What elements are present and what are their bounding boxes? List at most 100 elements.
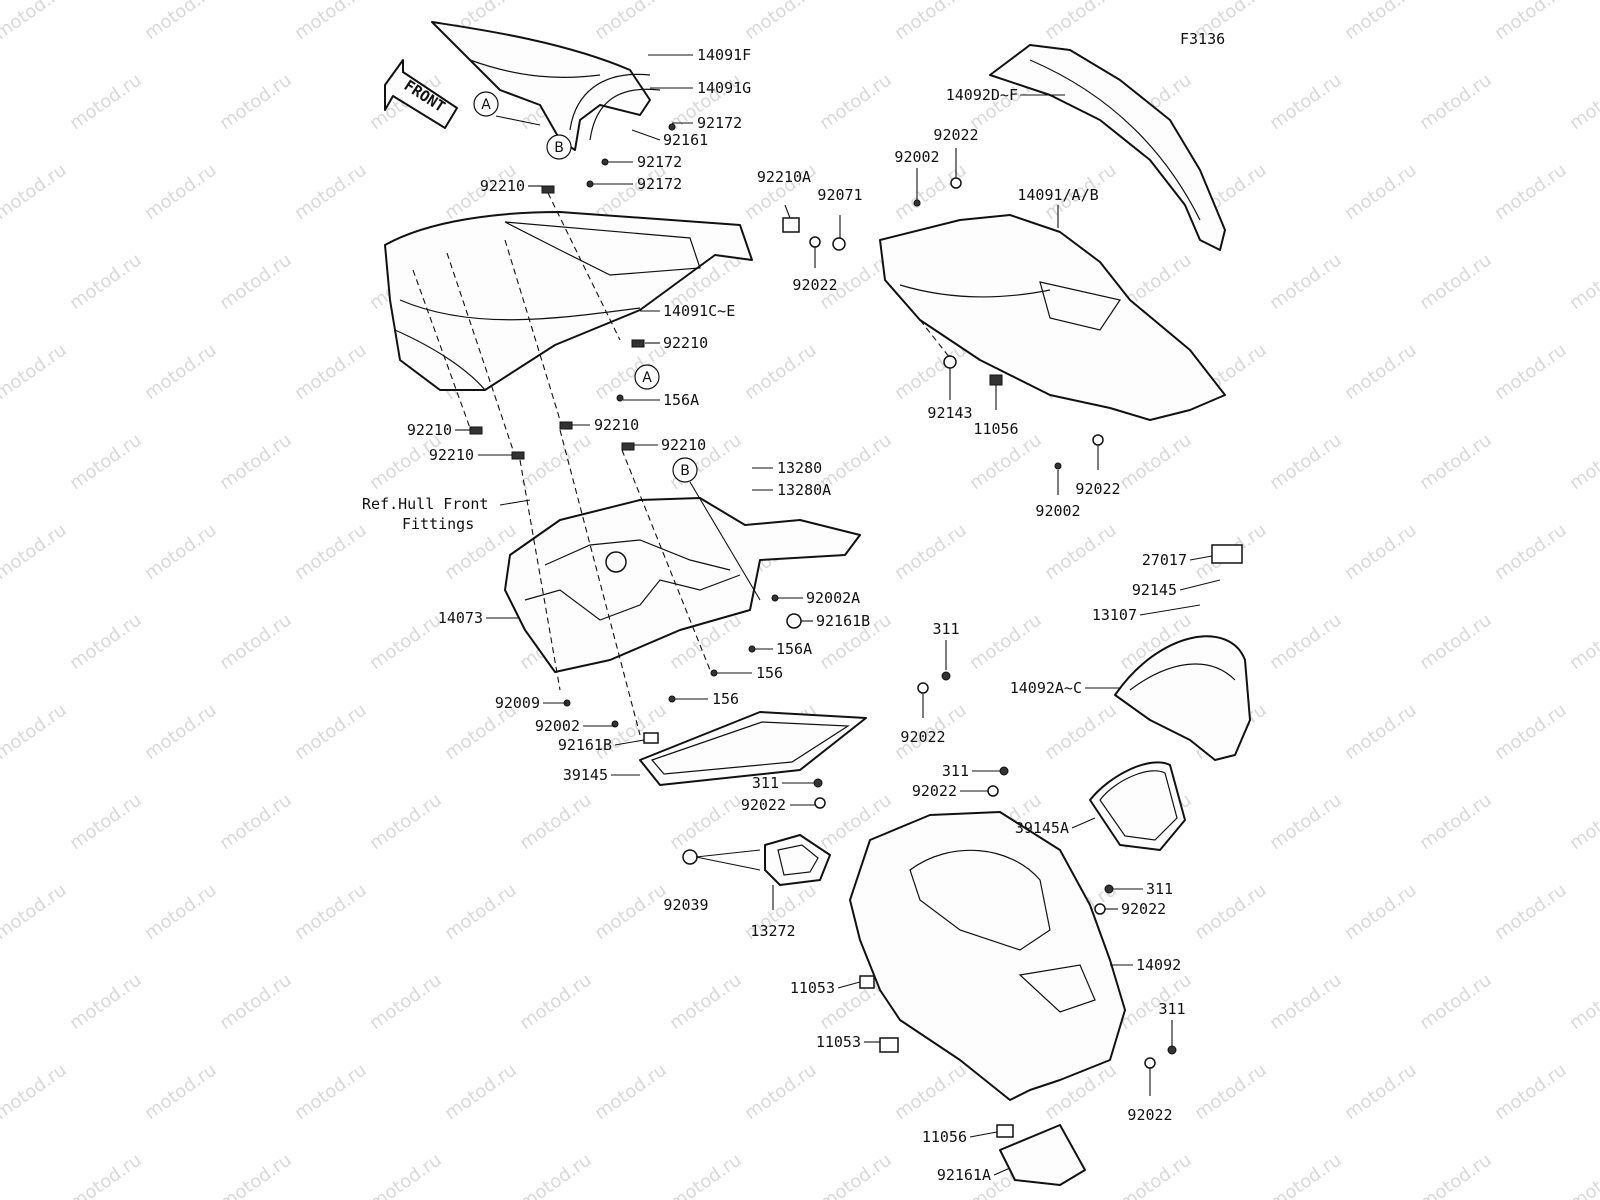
watermark-text: motod.ru — [141, 1060, 221, 1125]
watermark-text: motod.ru — [1341, 0, 1421, 44]
watermark-text: motod.ru — [666, 790, 746, 855]
front-arrow-icon — [384, 59, 458, 129]
watermark-text: motod.ru — [1416, 250, 1496, 315]
watermark-text: motod.ru — [66, 70, 146, 135]
watermark-text: motod.ru — [516, 970, 596, 1035]
part-number-label: 311 — [942, 762, 969, 780]
part-number-label: 11056 — [922, 1128, 967, 1146]
watermark-text: motod.ru — [591, 0, 671, 44]
watermark-text: motod.ru — [891, 1060, 971, 1125]
part-number-label: 92172 — [697, 114, 742, 132]
part-number-label: 92161 — [663, 131, 708, 149]
part-number-label: 92210 — [480, 177, 525, 195]
watermark-text: motod.ru — [66, 610, 146, 675]
watermark-text: motod.ru — [141, 880, 221, 945]
watermark-text: motod.ru — [141, 340, 221, 405]
watermark-text: motod.ru — [1116, 1150, 1196, 1200]
part-number-label: 92022 — [1075, 480, 1120, 498]
part-number-label: 27017 — [1142, 551, 1187, 569]
part-number-label: 311 — [752, 774, 779, 792]
plate-13272-part — [764, 834, 831, 886]
watermark-text: motod.ru — [1341, 880, 1421, 945]
watermark-text: motod.ru — [591, 340, 671, 405]
part-number-label: 156 — [712, 690, 739, 708]
part-number-label: 92161B — [558, 736, 612, 754]
part-number-label: 92161A — [937, 1166, 991, 1184]
callout-marker-a-top: A — [473, 91, 541, 126]
callout-a-text: A — [642, 370, 652, 386]
watermark-text: motod.ru — [591, 1060, 671, 1125]
part-number-label: 311 — [1158, 1000, 1185, 1018]
part-number-label: 11053 — [816, 1033, 861, 1051]
watermark-text: motod.ru — [966, 430, 1046, 495]
callout-marker-b-top: B — [546, 134, 572, 160]
watermark-text: motod.ru — [741, 340, 821, 405]
part-number-label: 92143 — [927, 404, 972, 422]
watermark-text: motod.ru — [1266, 430, 1346, 495]
part-number-label: 92145 — [1132, 581, 1177, 599]
watermark-text: motod.ru — [1116, 430, 1196, 495]
watermark-text: motod.ru — [516, 790, 596, 855]
watermark-text: motod.ru — [1566, 430, 1600, 495]
upper-rear-cover-part — [989, 44, 1226, 251]
watermark-text: motod.ru — [366, 970, 446, 1035]
watermark-text: motod.ru — [666, 1150, 746, 1200]
part-number-label: 14092D~F — [946, 86, 1018, 104]
bottom-flap-part — [999, 1124, 1086, 1186]
watermark-text: motod.ru — [1041, 520, 1121, 585]
watermark-text: motod.ru — [441, 1060, 521, 1125]
watermark-text: motod.ru — [591, 880, 671, 945]
watermark-text: motod.ru — [291, 1060, 371, 1125]
watermark-text: motod.ru — [1416, 1150, 1496, 1200]
watermark-text: motod.ru — [1341, 160, 1421, 225]
part-number-label: 156 — [756, 664, 783, 682]
watermark-text: motod.ru — [66, 970, 146, 1035]
watermark-text: motod.ru — [1266, 250, 1346, 315]
watermark-text: motod.ru — [291, 340, 371, 405]
watermark-text: motod.ru — [1566, 790, 1600, 855]
watermark-text: motod.ru — [291, 0, 371, 44]
callout-b-text: B — [680, 463, 690, 479]
watermark-text: motod.ru — [1266, 970, 1346, 1035]
console-14092-part — [849, 811, 1126, 1101]
part-number-label: 92022 — [912, 782, 957, 800]
watermark-text: motod.ru — [216, 610, 296, 675]
watermark-text: motod.ru — [1491, 340, 1571, 405]
watermark-text: motod.ru — [291, 520, 371, 585]
watermark-text: motod.ru — [1491, 880, 1571, 945]
part-number-label: 92002A — [806, 589, 860, 607]
callout-marker-a-mid: A — [634, 364, 660, 390]
watermark-text: motod.ru — [216, 970, 296, 1035]
part-number-label: 92039 — [663, 896, 708, 914]
watermark-text: motod.ru — [1266, 1150, 1346, 1200]
part-number-label: 92022 — [900, 728, 945, 746]
part-number-label: 11053 — [790, 979, 835, 997]
watermark-text: motod.ru — [891, 0, 971, 44]
part-number-label: 92022 — [1121, 900, 1166, 918]
watermark-text: motod.ru — [1041, 0, 1121, 44]
part-number-label: 92210 — [663, 334, 708, 352]
watermark-text: motod.ru — [0, 520, 71, 585]
watermark-text: motod.ru — [216, 1150, 296, 1200]
watermark-text: motod.ru — [141, 700, 221, 765]
watermark-text: motod.ru — [291, 160, 371, 225]
watermark-text: motod.ru — [0, 700, 71, 765]
watermark-text: motod.ru — [1566, 250, 1600, 315]
watermark-text: motod.ru — [741, 0, 821, 44]
watermark-text: motod.ru — [66, 790, 146, 855]
part-number-label: 92210A — [757, 168, 811, 186]
part-number-label: 14092 — [1136, 956, 1181, 974]
watermark-text: motod.ru — [1416, 430, 1496, 495]
part-number-label: 92210 — [429, 446, 474, 464]
watermark-text: motod.ru — [1341, 340, 1421, 405]
watermark-text: motod.ru — [0, 0, 71, 44]
watermark-text: motod.ru — [291, 700, 371, 765]
front-top-cover-part — [431, 21, 661, 151]
watermark-text: motod.ru — [1491, 160, 1571, 225]
part-number-label: 14091C~E — [663, 302, 735, 320]
side-panel-part — [879, 214, 1226, 421]
part-number-label: 92002 — [894, 148, 939, 166]
watermark-text: motod.ru — [741, 1060, 821, 1125]
watermark-text: motod.ru — [1491, 520, 1571, 585]
part-number-label: 39145A — [1015, 819, 1069, 837]
